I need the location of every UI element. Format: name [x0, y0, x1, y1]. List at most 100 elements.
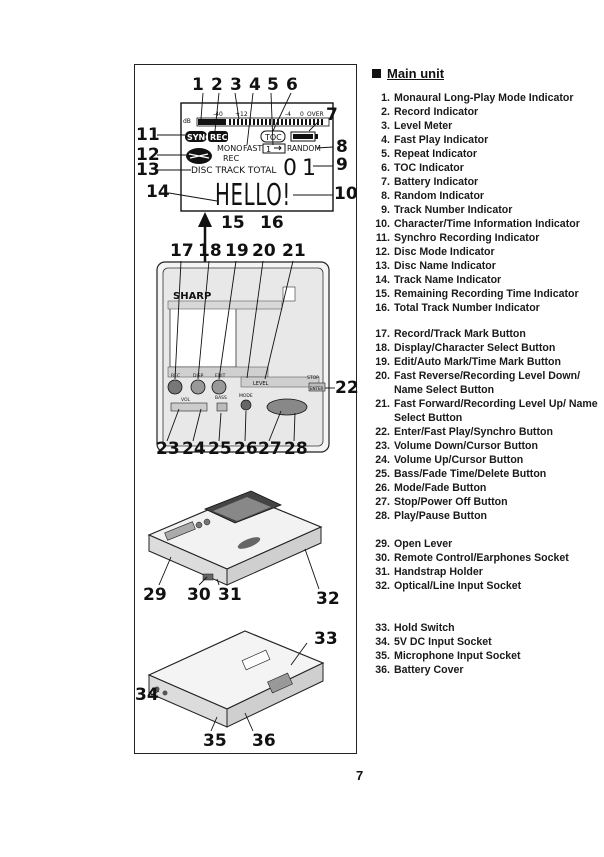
rec-small-indicator: REC — [223, 154, 240, 163]
lcd-scale-plus12: +12 — [235, 111, 248, 118]
callout-13: 13 — [136, 160, 160, 180]
list-item-label: Fast Play Indicator — [394, 134, 489, 146]
list-item-number: 31. — [375, 566, 390, 578]
list-item-label: Remaining Recording Time Indicator — [394, 288, 579, 300]
list-item-label: TOC Indicator — [394, 162, 464, 174]
callout-5: 5 — [267, 75, 279, 95]
device-edit-label: EDIT — [215, 373, 226, 379]
callout-6: 6 — [286, 75, 298, 95]
list-item-label: Play/Pause Button — [394, 510, 488, 522]
list-item-number: 25. — [375, 468, 390, 480]
disc-track-total-labels: DISC TRACK TOTAL — [191, 166, 276, 176]
lcd-scale-minus40: -40 — [213, 111, 223, 118]
list-item-number: 4. — [381, 134, 390, 146]
list-item-number: 15. — [375, 288, 390, 300]
list-item-number: 24. — [375, 454, 390, 466]
rec-button — [167, 379, 183, 395]
list-item-number: 2. — [381, 106, 390, 118]
device-enter-label: ENTER — [310, 386, 323, 391]
list-item: 28.Play/Pause Button — [360, 509, 600, 523]
list-item: 33.Hold Switch — [360, 621, 600, 635]
list-item-label: Mode/Fade Button — [394, 482, 487, 494]
list-item-label: Microphone Input Socket — [394, 650, 521, 662]
lcd-scale-db: dB — [183, 118, 191, 125]
list-item-number: 29. — [375, 538, 390, 550]
callout-26: 26 — [234, 439, 258, 459]
list-item-label: Disc Name Indicator — [394, 260, 496, 272]
list-item-number: 11. — [375, 232, 390, 244]
list-item-number: 30. — [375, 552, 390, 564]
list-item: 11. Synchro Recording Indicator — [360, 231, 600, 245]
callout-21: 21 — [282, 241, 306, 261]
list-item-number: 21. — [375, 398, 390, 410]
list-item-label: Character/Time Information Indicator — [394, 218, 580, 230]
callout-23: 23 — [156, 439, 180, 459]
list-item: 32.Optical/Line Input Socket — [360, 579, 600, 593]
list-item-label: Random Indicator — [394, 190, 485, 202]
list-item-label: Level Meter — [394, 120, 453, 132]
lcd-scale-minus4: -4 — [285, 111, 291, 118]
list-item-number: 18. — [375, 342, 390, 354]
list-item-number: 19. — [375, 356, 390, 368]
list-item-number: 33. — [375, 622, 390, 634]
callout-15: 15 — [221, 213, 245, 233]
callout-32: 32 — [316, 589, 340, 609]
callout-4: 4 — [249, 75, 261, 95]
list-item-label: Optical/Line Input Socket — [394, 580, 522, 592]
callout-2: 2 — [211, 75, 223, 95]
list-item-label: Total Track Number Indicator — [394, 302, 540, 314]
bass-button — [216, 402, 228, 412]
list-item-label: Volume Up/Cursor Button — [394, 454, 524, 466]
edit-button — [211, 379, 227, 395]
list-item-number: 17. — [375, 328, 390, 340]
list-item: 34.5V DC Input Socket — [360, 635, 600, 649]
list-item-label: Synchro Recording Indicator — [394, 232, 540, 244]
list-item-number: 5. — [381, 148, 390, 160]
list-item-number: 9. — [381, 204, 390, 216]
list-item: 3.Level Meter — [360, 119, 600, 133]
callout-31: 31 — [218, 585, 242, 605]
list-item: 21. Fast Forward/Recording Level Up/ Name… — [360, 397, 600, 425]
list-item: 22.Enter/Fast Play/Synchro Button — [360, 425, 600, 439]
callout-34: 34 — [135, 685, 159, 705]
callout-25: 25 — [208, 439, 232, 459]
list-item-label: Edit/Auto Mark/Time Mark Button — [394, 356, 561, 368]
callout-17: 17 — [170, 241, 194, 261]
list-item-number: 27. — [375, 496, 390, 508]
callout-10: 10 — [334, 184, 358, 204]
list-item-number: 8. — [381, 190, 390, 202]
device-mode-label: MODE — [239, 393, 253, 399]
list-item-label: Bass/Fade Time/Delete Button — [394, 468, 547, 480]
callout-30: 30 — [187, 585, 211, 605]
mode-button — [240, 399, 252, 411]
list-item-label: Enter/Fast Play/Synchro Button — [394, 426, 553, 438]
list-item-label: Fast Forward/Recording Level Up/ Name Se… — [394, 398, 598, 424]
callout-9: 9 — [336, 155, 348, 175]
list-item-label: Track Number Indicator — [394, 204, 513, 216]
list-item-number: 36. — [375, 664, 390, 676]
list-item: 5.Repeat Indicator — [360, 147, 600, 161]
device-front-panel: SHARP LEVEL ENTER STOP REC DISP EDIT VOL… — [156, 260, 335, 453]
list-item: 30. Remote Control/Earphones Socket — [360, 551, 600, 565]
callout-33: 33 — [314, 629, 338, 649]
list-item-label: Remote Control/Earphones Socket — [394, 552, 569, 564]
callout-8: 8 — [336, 137, 348, 157]
random-indicator: RANDOM — [287, 144, 321, 153]
list-item-label: Display/Character Select Button — [394, 342, 556, 354]
list-item: 6.TOC Indicator — [360, 161, 600, 175]
list-item: 4. Fast Play Indicator — [360, 133, 600, 147]
list-item: 1.Monaural Long-Play Mode Indicator — [360, 91, 600, 105]
callout-36: 36 — [252, 731, 276, 751]
sync-label: SYNC — [187, 133, 211, 142]
list-item-label: Battery Cover — [394, 664, 464, 676]
disc-mode-icon — [186, 148, 212, 164]
list-item: 25. Bass/Fade Time/Delete Button — [360, 467, 600, 481]
list-item: 7.Battery Indicator — [360, 175, 600, 189]
callout-16: 16 — [260, 213, 284, 233]
list-item-number: 34. — [375, 636, 390, 648]
list-item-number: 1. — [381, 92, 390, 104]
rec-label: REC — [210, 133, 228, 142]
